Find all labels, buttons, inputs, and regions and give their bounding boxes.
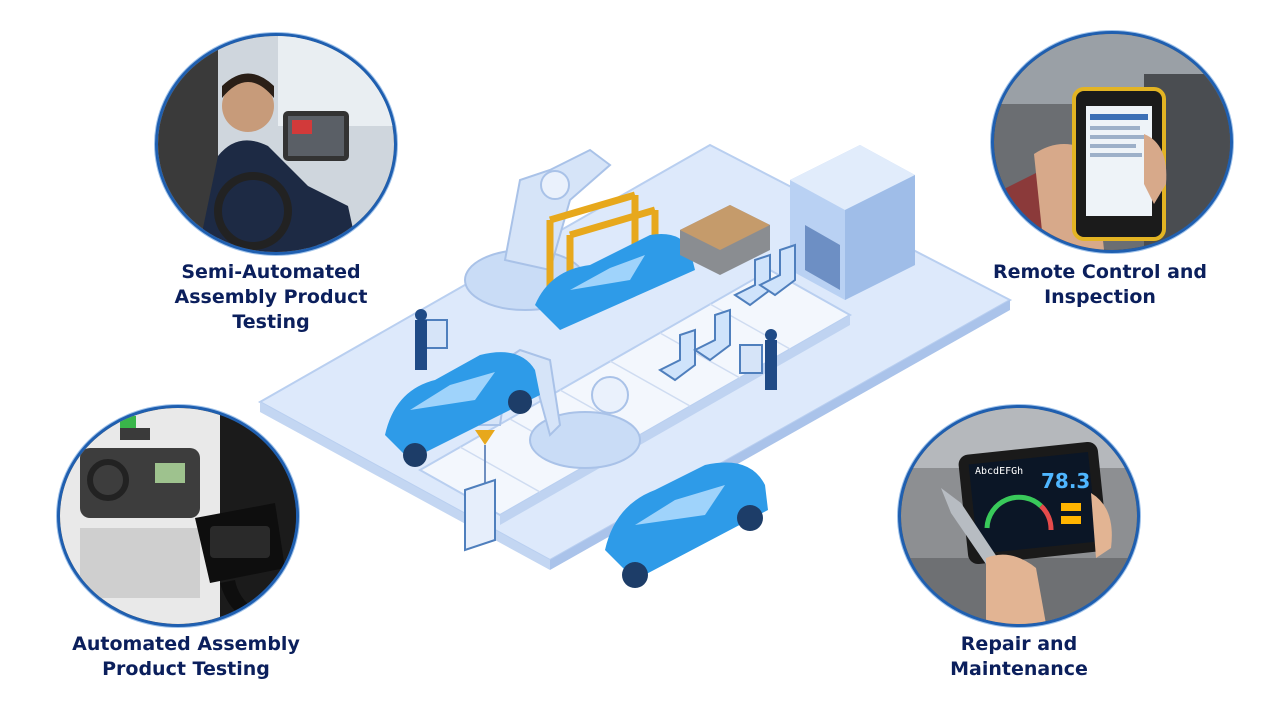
automated-testing-photo: [57, 405, 299, 627]
tablet-readout: 78.3: [1041, 469, 1090, 493]
caption-repair: Repair and Maintenance: [950, 633, 1088, 680]
diagnostic-tablet-icon: AbcdEFGh 78.3: [901, 408, 1137, 624]
caption-remote-control: Remote Control and Inspection: [992, 261, 1208, 308]
assembly-line-illustration: [250, 140, 1030, 600]
caption-automated: Automated Assembly Product Testing: [72, 633, 300, 680]
tablet-brand-text: AbcdEFGh: [975, 466, 1023, 477]
factory-illustration-icon: [257, 143, 1013, 588]
repair-maintenance-photo: AbcdEFGh 78.3: [898, 405, 1140, 627]
caption-semi-automated: Semi-Automated Assembly Product Testing: [174, 261, 368, 333]
